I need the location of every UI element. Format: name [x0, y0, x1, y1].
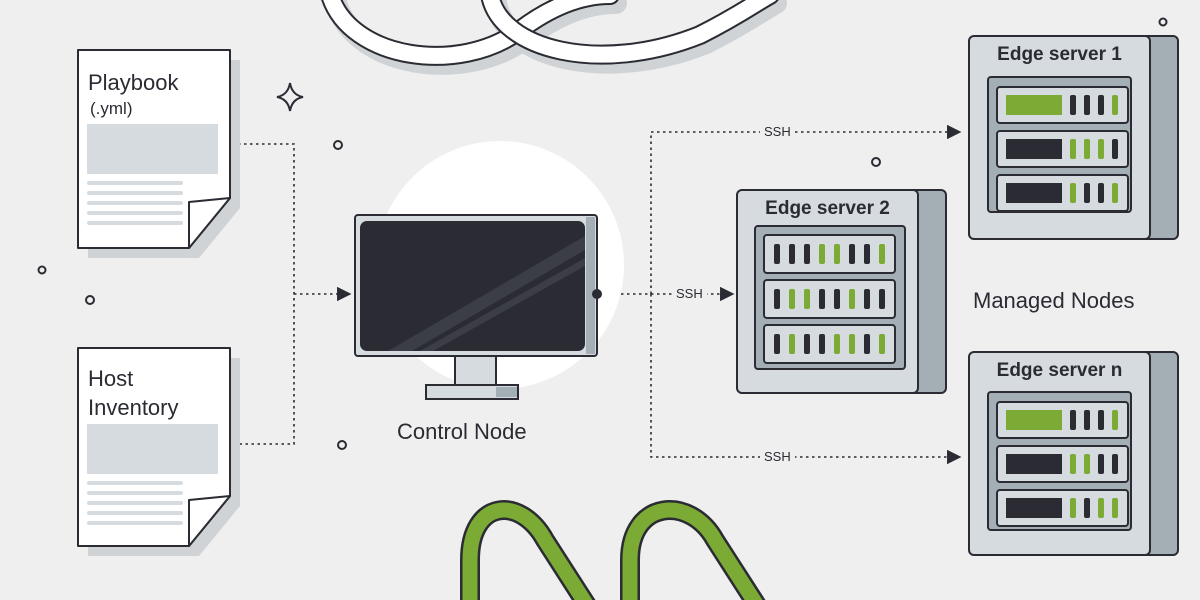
control-node-monitor	[354, 141, 624, 400]
edge-server-2-title: Edge server 2	[765, 198, 890, 219]
inventory-document	[77, 347, 240, 556]
ssh-label-top: SSH	[760, 124, 795, 139]
decorative-cable-top	[321, 0, 787, 75]
inventory-title-line2: Inventory	[88, 395, 179, 420]
ssh-label-middle: SSH	[672, 286, 707, 301]
playbook-document	[77, 49, 240, 258]
edge-server-2	[736, 189, 947, 394]
playbook-subtitle: (.yml)	[90, 99, 133, 118]
edge-server-1	[968, 35, 1179, 240]
sparkle-icon	[276, 82, 304, 112]
playbook-title: Playbook	[88, 70, 179, 95]
control-node-port	[592, 289, 602, 299]
decorative-cable-bottom	[460, 500, 766, 600]
connector-docs-to-control	[232, 143, 352, 445]
edge-server-1-title: Edge server 1	[997, 44, 1122, 65]
decorative-dots	[37, 17, 1168, 450]
edge-server-n-title: Edge server n	[996, 360, 1123, 381]
edge-server-n	[968, 351, 1179, 556]
managed-nodes-label: Managed Nodes	[973, 288, 1135, 313]
ssh-label-bottom: SSH	[760, 449, 795, 464]
control-node-label: Control Node	[397, 419, 527, 444]
connector-control-to-servers	[597, 124, 962, 465]
inventory-title-line1: Host	[88, 366, 134, 391]
